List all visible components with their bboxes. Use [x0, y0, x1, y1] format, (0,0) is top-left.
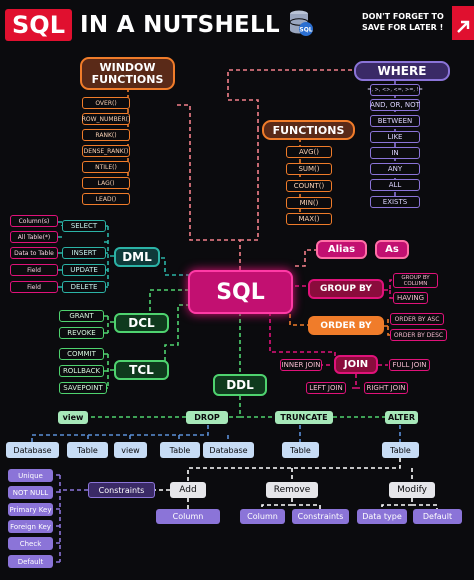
dml-node[interactable]: DML [114, 247, 160, 267]
where-operator-item[interactable]: ALL [370, 179, 420, 191]
constraint-type-item[interactable]: Foreign Key [8, 520, 53, 533]
functions-node[interactable]: FUNCTIONS [262, 120, 355, 140]
left-join-item[interactable]: LEFT JOIN [306, 382, 346, 394]
aggregate-function-item[interactable]: AVG() [286, 146, 332, 158]
where-operator-item[interactable]: =, >, <>, <=, >=, != [367, 84, 423, 96]
full-join-item[interactable]: FULL JOIN [389, 359, 430, 371]
right-join-item[interactable]: RIGHT JOIN [364, 382, 408, 394]
remove-op[interactable]: Remove [266, 482, 318, 498]
as-node[interactable]: As [375, 240, 409, 259]
where-operator-item[interactable]: IN [370, 147, 420, 159]
dml-target-item[interactable]: Data to Table [10, 247, 58, 259]
constraint-type-item[interactable]: Unique [8, 469, 53, 482]
title-sql-badge: SQL [5, 9, 72, 41]
dml-target-item[interactable]: Field [10, 281, 58, 293]
drop-target-item[interactable]: Database [6, 442, 59, 458]
drop-target-item[interactable]: Table [160, 442, 200, 458]
alter-table-item[interactable]: Table [382, 442, 419, 458]
where-operator-item[interactable]: BETWEEN [370, 115, 420, 127]
window-function-item[interactable]: RANK() [82, 129, 130, 141]
window-function-item[interactable]: DENSE_RANK() [82, 145, 130, 157]
modify-default-item[interactable]: Default [413, 509, 462, 524]
constraint-type-item[interactable]: NOT NULL [8, 486, 53, 499]
drop-target-item[interactable]: view [114, 442, 147, 458]
where-node[interactable]: WHERE [354, 61, 450, 81]
commit-item[interactable]: COMMIT [59, 348, 104, 360]
savepoint-item[interactable]: SAVEPOINT [59, 382, 107, 394]
rollback-item[interactable]: ROLLBACK [59, 365, 104, 377]
alias-node[interactable]: Alias [316, 240, 367, 259]
title-text: IN A NUTSHELL [79, 12, 280, 38]
window-function-item[interactable]: LAG() [82, 177, 130, 189]
tcl-node[interactable]: TCL [114, 360, 169, 380]
order-by-node[interactable]: ORDER BY [308, 316, 384, 335]
add-op[interactable]: Add [170, 482, 206, 498]
constraints-node[interactable]: Constraints [88, 482, 155, 498]
window-function-item[interactable]: NTILE() [82, 161, 130, 173]
alter-node[interactable]: ALTER [385, 411, 418, 424]
dml-command-item[interactable]: INSERT [62, 247, 106, 259]
where-operator-item[interactable]: EXISTS [370, 196, 420, 208]
dml-target-item[interactable]: All Table(*) [10, 231, 58, 243]
group-by-column-item[interactable]: GROUP BY COLUMN [393, 273, 438, 288]
join-node[interactable]: JOIN [334, 355, 378, 374]
dml-command-item[interactable]: SELECT [62, 220, 106, 232]
inner-join-item[interactable]: INNER JOIN [280, 359, 322, 371]
constraint-type-item[interactable]: Primary Key [8, 503, 53, 516]
dml-command-item[interactable]: DELETE [62, 281, 106, 293]
dcl-node[interactable]: DCL [114, 313, 169, 333]
remove-column-item[interactable]: Column [240, 509, 285, 524]
bookmark-icon [452, 6, 474, 40]
dml-target-item[interactable]: Field [10, 264, 58, 276]
add-column-item[interactable]: Column [156, 509, 220, 524]
dml-command-item[interactable]: UPDATE [62, 264, 106, 276]
window-functions-node[interactable]: WINDOW FUNCTIONS [80, 57, 175, 90]
drop-node[interactable]: DROP [186, 411, 228, 424]
constraint-type-item[interactable]: Default [8, 555, 53, 568]
sql-center-node[interactable]: SQL [188, 270, 293, 314]
drop-target-item[interactable]: Database [203, 442, 254, 458]
where-operator-item[interactable]: ANY [370, 163, 420, 175]
header: SQL IN A NUTSHELL SQL [0, 8, 314, 42]
group-by-node[interactable]: GROUP BY [308, 279, 384, 299]
window-function-item[interactable]: OVER() [82, 97, 130, 109]
having-item[interactable]: HAVING [393, 292, 428, 304]
aggregate-function-item[interactable]: COUNT() [286, 180, 332, 192]
view-node[interactable]: view [58, 411, 88, 424]
order-by-desc-item[interactable]: ORDER BY DESC [390, 329, 447, 341]
svg-text:SQL: SQL [299, 27, 312, 34]
drop-target-item[interactable]: Table [67, 442, 108, 458]
truncate-node[interactable]: TRUNCATE [275, 411, 333, 424]
where-operator-item[interactable]: LIKE [370, 131, 420, 143]
aggregate-function-item[interactable]: MAX() [286, 213, 332, 225]
ddl-node[interactable]: DDL [213, 374, 267, 396]
remove-constraints-item[interactable]: Constraints [292, 509, 349, 524]
window-function-item[interactable]: ROW_NUMBER() [82, 113, 130, 125]
save-reminder: DON'T FORGET TO SAVE FOR LATER ! [362, 12, 444, 32]
aggregate-function-item[interactable]: SUM() [286, 163, 332, 175]
revoke-item[interactable]: REVOKE [59, 327, 104, 339]
constraint-type-item[interactable]: Check [8, 537, 53, 550]
dml-target-item[interactable]: Column(s) [10, 215, 58, 227]
modify-op[interactable]: Modify [389, 482, 435, 498]
database-icon: SQL [288, 9, 314, 41]
grant-item[interactable]: GRANT [59, 310, 104, 322]
where-operator-item[interactable]: AND, OR, NOT [370, 99, 420, 111]
aggregate-function-item[interactable]: MIN() [286, 197, 332, 209]
window-function-item[interactable]: LEAD() [82, 193, 130, 205]
order-by-asc-item[interactable]: ORDER BY ASC [390, 313, 444, 325]
modify-data-type-item[interactable]: Data type [357, 509, 407, 524]
truncate-table-item[interactable]: Table [282, 442, 319, 458]
